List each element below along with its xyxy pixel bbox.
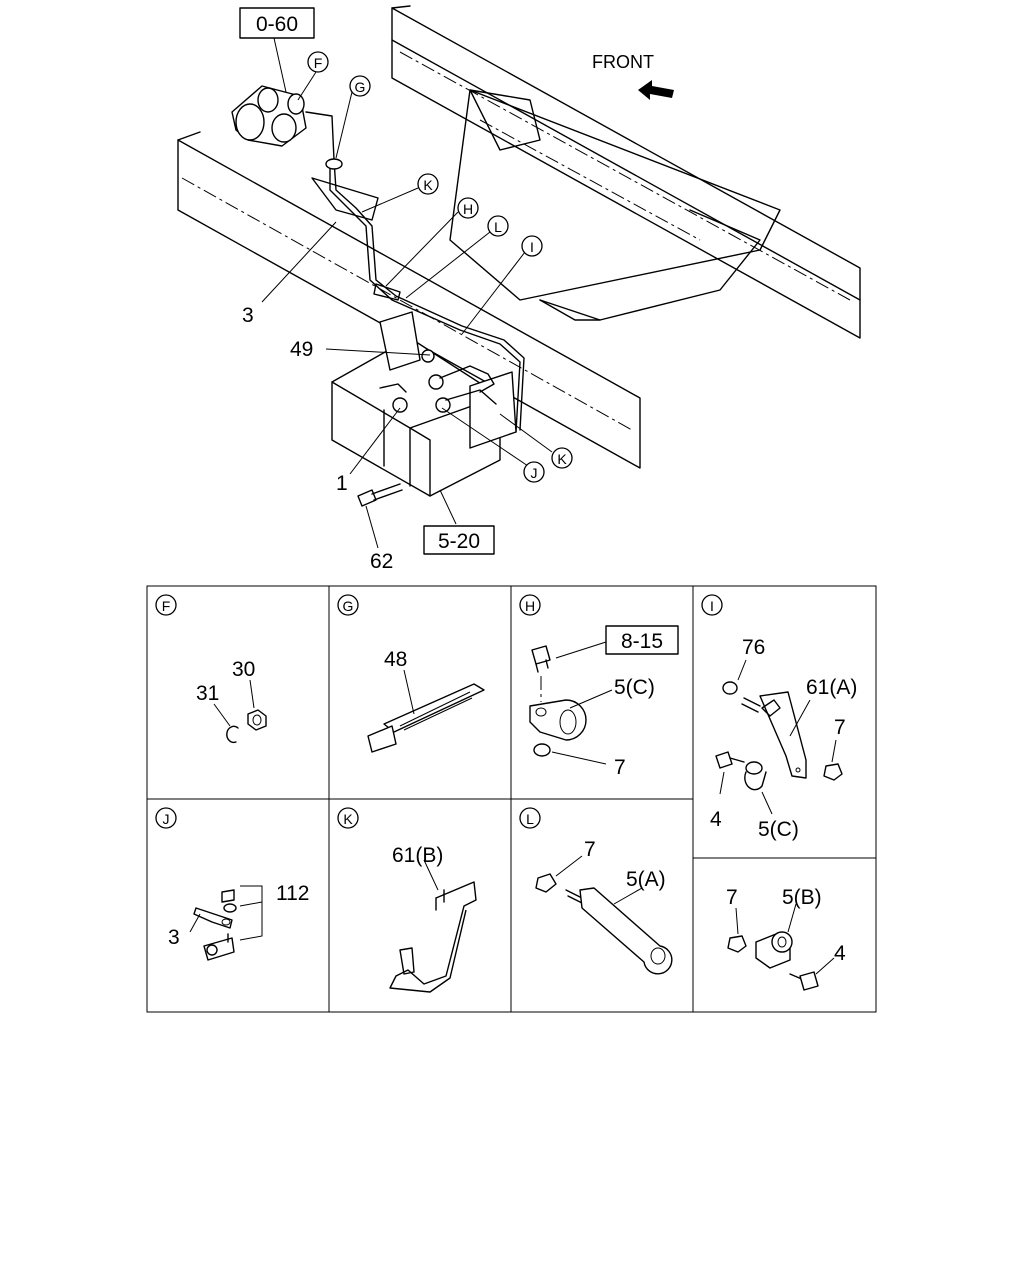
washer-7-h bbox=[533, 743, 551, 757]
nut-7-i bbox=[823, 763, 843, 781]
nut-7-b bbox=[727, 935, 747, 953]
cross-member bbox=[449, 89, 781, 321]
main-assembly-view: FRONT 0-60 5-20 F G K H bbox=[177, 5, 861, 573]
callout-i: I bbox=[521, 235, 543, 257]
label-7-l: 7 bbox=[584, 838, 596, 861]
part-label-49: 49 bbox=[290, 338, 313, 361]
label-4-b: 4 bbox=[834, 942, 846, 965]
svg-text:K: K bbox=[423, 177, 433, 193]
detail-grid bbox=[146, 585, 877, 1013]
cable-tie-48 bbox=[367, 683, 485, 753]
front-indicator: FRONT bbox=[592, 52, 674, 100]
detail-panel-h: H 8-15 5(C) 7 bbox=[519, 594, 679, 779]
ref-8-15-text: 8-15 bbox=[621, 630, 663, 653]
terminal-assembly bbox=[193, 889, 237, 961]
svg-text:K: K bbox=[343, 811, 353, 827]
callout-j: J bbox=[523, 461, 545, 483]
svg-text:I: I bbox=[710, 598, 714, 614]
battery-assembly bbox=[331, 311, 517, 507]
label-48: 48 bbox=[384, 648, 407, 671]
panel-f-letter: F bbox=[155, 594, 177, 616]
clip-5b bbox=[755, 931, 793, 969]
svg-text:F: F bbox=[162, 598, 171, 614]
panel-h-letter: H bbox=[519, 594, 541, 616]
label-5c-i: 5(C) bbox=[758, 818, 799, 841]
detail-panel-g: G 48 bbox=[337, 594, 485, 753]
detail-panel-f: F 30 31 bbox=[155, 594, 267, 744]
frame-rail-upper bbox=[391, 5, 861, 339]
ref-box-battery: 5-20 bbox=[423, 525, 495, 555]
label-3-j: 3 bbox=[168, 926, 180, 949]
svg-text:J: J bbox=[531, 465, 538, 481]
label-61b: 61(B) bbox=[392, 844, 443, 867]
bolt-h bbox=[531, 645, 551, 673]
label-7-i: 7 bbox=[834, 716, 846, 739]
label-5a: 5(A) bbox=[626, 868, 666, 891]
svg-text:H: H bbox=[525, 598, 535, 614]
label-31: 31 bbox=[196, 682, 219, 705]
label-76: 76 bbox=[742, 636, 765, 659]
svg-text:H: H bbox=[463, 201, 473, 217]
callout-h: H bbox=[457, 197, 479, 219]
ref-battery-text: 5-20 bbox=[438, 530, 480, 553]
ref-box-8-15: 8-15 bbox=[605, 625, 679, 655]
part-label-62: 62 bbox=[370, 550, 393, 573]
clip-5a bbox=[565, 887, 673, 975]
panel-j-letter: J bbox=[155, 807, 177, 829]
detail-panel-l: L 7 5(A) bbox=[519, 807, 673, 975]
label-61a: 61(A) bbox=[806, 676, 857, 699]
svg-text:K: K bbox=[557, 451, 567, 467]
battery-cable bbox=[311, 158, 525, 433]
part-label-3: 3 bbox=[242, 304, 254, 327]
ref-box-starter: 0-60 bbox=[239, 7, 315, 39]
washer-31 bbox=[226, 725, 239, 744]
clip-5c-i bbox=[744, 761, 767, 791]
callout-g: G bbox=[349, 75, 371, 97]
front-label: FRONT bbox=[592, 52, 654, 72]
label-7-b: 7 bbox=[726, 886, 738, 909]
bolt-4-b bbox=[789, 971, 819, 991]
label-4-i: 4 bbox=[710, 808, 722, 831]
bracket-61b bbox=[389, 881, 477, 993]
clip-5c-h bbox=[529, 699, 587, 741]
detail-panel-j: J 112 3 bbox=[155, 807, 309, 961]
label-7-h: 7 bbox=[614, 756, 626, 779]
bolt-76 bbox=[722, 681, 761, 713]
svg-text:I: I bbox=[530, 239, 534, 255]
svg-text:L: L bbox=[494, 219, 502, 235]
leader-lines bbox=[261, 37, 553, 549]
frame-rail-lower bbox=[177, 131, 641, 469]
callout-k-upper: K bbox=[417, 173, 439, 195]
svg-text:J: J bbox=[163, 811, 170, 827]
starter-motor bbox=[231, 85, 335, 161]
panel-k-letter: K bbox=[337, 807, 359, 829]
nut-30 bbox=[247, 709, 267, 731]
callout-k-lower: K bbox=[551, 447, 573, 469]
panel-l-letter: L bbox=[519, 807, 541, 829]
panel-i-letter: I bbox=[701, 594, 723, 616]
detail-panel-k: K 61(B) bbox=[337, 807, 477, 993]
detail-panel-i: I 76 61(A) 7 4 5(C) bbox=[701, 594, 857, 841]
svg-text:L: L bbox=[526, 811, 534, 827]
part-label-1: 1 bbox=[336, 472, 348, 495]
detail-panel-5b: 7 5(B) 4 bbox=[726, 886, 846, 991]
label-5b: 5(B) bbox=[782, 886, 822, 909]
svg-text:G: G bbox=[343, 598, 354, 614]
callout-f: F bbox=[307, 51, 329, 73]
label-30: 30 bbox=[232, 658, 255, 681]
panel-g-letter: G bbox=[337, 594, 359, 616]
svg-text:F: F bbox=[314, 55, 323, 71]
ref-starter-text: 0-60 bbox=[256, 13, 298, 36]
svg-text:G: G bbox=[355, 79, 366, 95]
bracket-61a bbox=[759, 691, 807, 779]
callout-l: L bbox=[487, 215, 509, 237]
bolt-4-i bbox=[715, 751, 745, 769]
nut-7-l bbox=[535, 873, 557, 893]
label-112: 112 bbox=[276, 882, 309, 905]
label-5c-h: 5(C) bbox=[614, 676, 655, 699]
